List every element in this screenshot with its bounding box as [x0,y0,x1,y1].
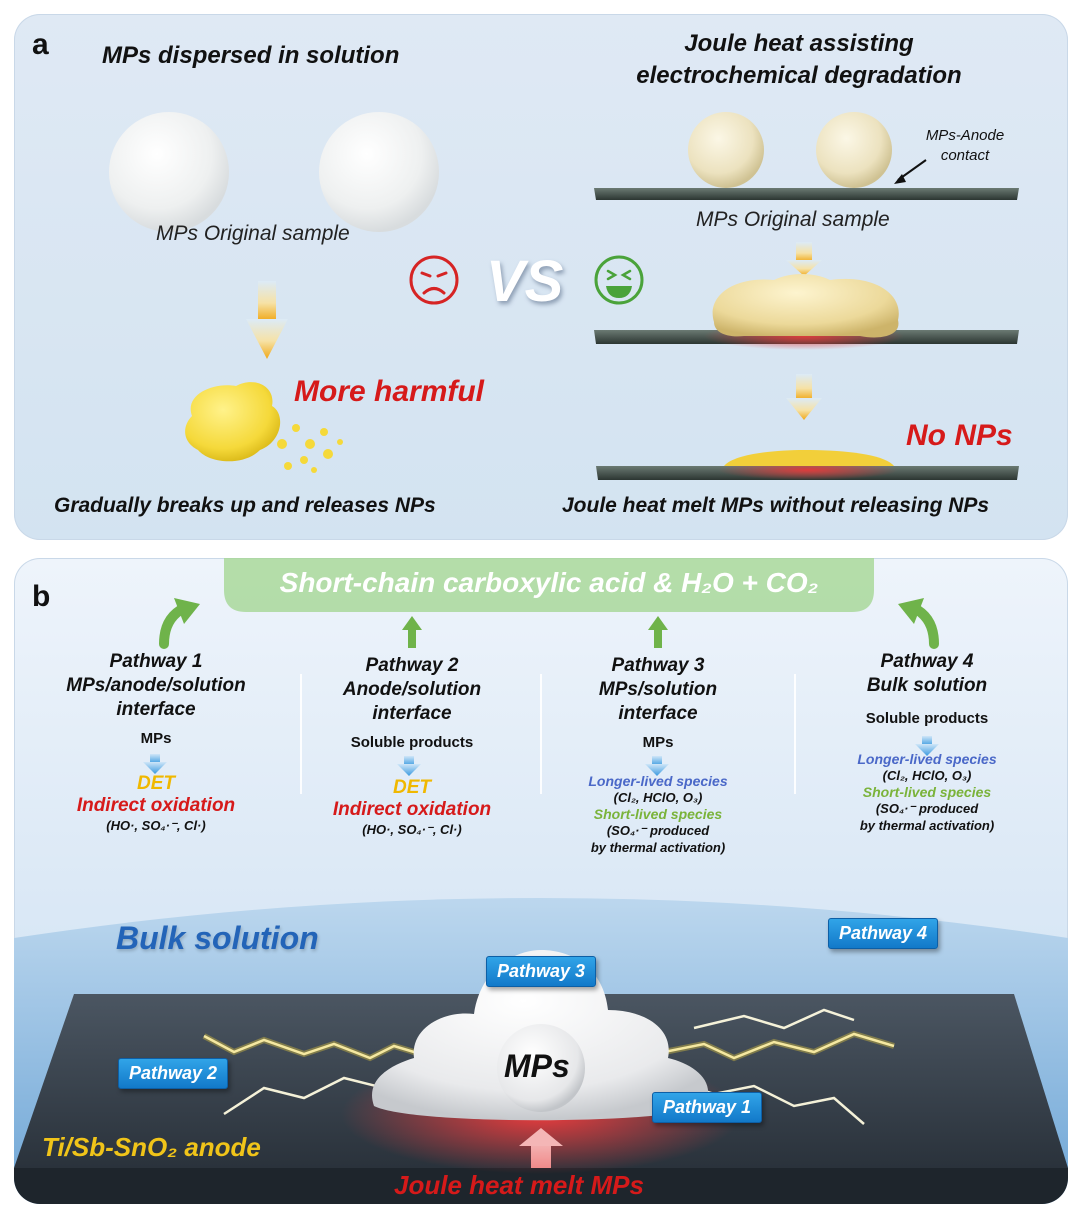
pathway-1-location: MPs/anode/solution [66,675,246,696]
right-original-caption: MPs Original sample [696,208,890,231]
pathway-3-longer: Longer-lived species [588,773,728,789]
pathway-3-shorter-species-2: by thermal activation) [590,840,726,855]
product-banner-bg [224,558,874,612]
vs-text: VS [486,249,564,314]
mp-sphere-right-2 [816,112,892,188]
pathway-2-column: Pathway 2 Anode/solution interface Solub… [296,654,528,838]
melting-mp-blob [712,274,899,338]
tag-pathway-3: Pathway 3 [486,956,597,987]
pathway-2-species: (HO·, SO₄·⁻, Cl·) [362,822,462,837]
pathway-1-title: Pathway 1 [109,651,203,672]
contact-label: MPs-Anode contact [910,126,1020,166]
panel-b-artwork [14,558,1068,1204]
pathway-3-shorter: Short-lived species [593,806,723,822]
divider-2 [540,674,542,794]
tag-pathway-4: Pathway 4 [828,918,939,949]
right-title-line-2: electrochemical degradation [636,62,962,89]
pathway-4-location: Bulk solution [866,675,988,696]
pathway-1-det: DET [137,773,175,794]
contact-label-line-1: MPs-Anode [925,127,1005,144]
mp-sphere-right-1 [688,112,764,188]
divider-1 [300,674,302,794]
pathway-4-input: Soluble products [865,710,989,727]
anode-label: Ti/Sb-SnO₂ anode [42,1132,261,1162]
melted-mp-layer [724,450,894,466]
more-harmful-label: More harmful [294,375,485,408]
pathway-3-longer-species: (Cl₂, HClO, O₃) [613,790,703,805]
mp-sphere-left-1 [109,112,229,232]
right-title: Joule heat assisting electrochemical deg… [614,28,984,92]
tag-pathway-1: Pathway 1 [652,1092,763,1123]
pathway-1-column: Pathway 1 MPs/anode/solution interface M… [40,650,272,834]
no-nps-label: No NPs [906,419,1013,452]
pathway-1-species: (HO·, SO₄·⁻, Cl·) [106,818,206,833]
product-banner-text: Short-chain carboxylic acid & H₂O + CO₂ [279,567,819,598]
panel-b: b Short-chain carboxylic acid & H₂O + CO… [14,558,1068,1204]
pathway-4-shorter-species-2: by thermal activation) [859,818,995,833]
tag-pathway-2: Pathway 2 [118,1058,229,1089]
panel-a-artwork [109,112,1019,480]
arrow-pathway-1 [174,598,200,624]
broken-mp-blob [185,382,281,462]
contact-label-line-2: contact [940,147,990,164]
pathway-4-longer: Longer-lived species [857,751,997,767]
pathway-1-indirect: Indirect oxidation [76,795,236,816]
pathway-3-location-2: interface [618,703,698,724]
nanoplastic-fragments [277,424,343,473]
sad-face-icon [409,255,459,305]
mps-label: MPs [504,1048,570,1084]
pathway-4-shorter: Short-lived species [862,784,992,800]
arrow-pathway-4 [898,598,924,624]
divider-3 [794,674,796,794]
panel-letter-a: a [32,28,49,61]
left-original-caption: MPs Original sample [156,222,350,245]
left-bottom-caption: Gradually breaks up and releases NPs [54,494,436,517]
pathway-3-title: Pathway 3 [611,655,705,676]
pathway-2-location-2: interface [372,703,452,724]
mp-sphere-center [497,1024,585,1112]
pathway-3-column: Pathway 3 MPs/solution interface MPs Lon… [542,654,774,856]
right-bottom-caption: Joule heat melt MPs without releasing NP… [562,494,990,517]
bulk-solution-label: Bulk solution [116,920,319,956]
pathway-2-indirect: Indirect oxidation [332,799,492,820]
arrow-pathway-3 [648,616,668,630]
panel-letter-b: b [32,580,51,613]
pathway-2-location: Anode/solution [342,679,482,700]
blue-down-arrows [143,736,939,776]
arrow-pathway-2 [402,616,422,630]
pathway-2-title: Pathway 2 [365,655,459,676]
left-title: MPs dispersed in solution [102,42,400,69]
pathway-3-input: MPs [642,734,674,751]
pathway-3-location: MPs/solution [598,679,718,700]
pathway-4-column: Pathway 4 Bulk solution Soluble products… [810,650,1044,834]
pathway-1-input: MPs [140,730,172,747]
right-title-line-1: Joule heat assisting [684,30,914,57]
panel-a: a MPs dispersed in solution Joule heat a… [14,14,1068,540]
pathway-4-shorter-species-1: (SO₄·⁻ produced [875,801,979,816]
pathway-4-longer-species: (Cl₂, HClO, O₃) [882,768,972,783]
pathway-2-input: Soluble products [350,734,474,751]
mp-sphere-left-2 [319,112,439,232]
pathway-1-location-2: interface [116,699,196,720]
pathway-2-det: DET [393,777,431,798]
joule-heat-label: Joule heat melt MPs [394,1170,644,1200]
pathway-3-shorter-species-1: (SO₄·⁻ produced [606,823,710,838]
happy-face-icon [594,255,644,305]
pathway-4-title: Pathway 4 [880,651,974,672]
